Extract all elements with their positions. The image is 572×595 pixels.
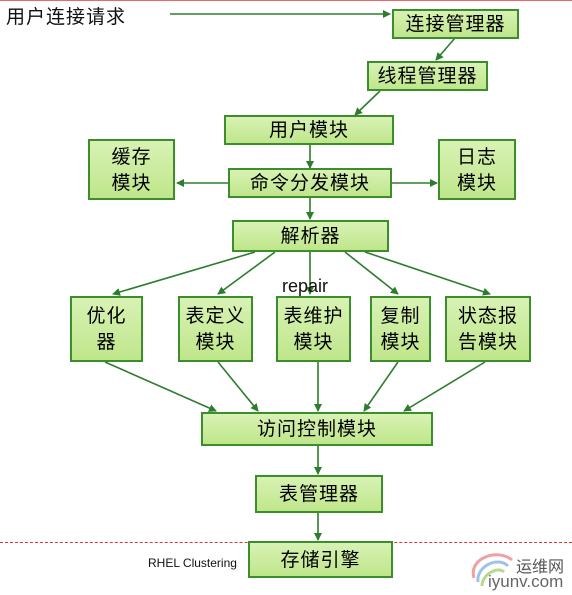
watermark-logo-icon <box>471 553 513 587</box>
arrow-parser-to-tabledef <box>217 251 276 295</box>
table-definition-box: 表定义 模块 <box>178 296 253 362</box>
table-maintenance-box: 表维护 模块 <box>276 296 351 362</box>
arrow-status-to-access <box>403 361 486 412</box>
connection-manager-label: 连接管理器 <box>405 13 506 35</box>
arrow-thread-to-user <box>354 90 381 116</box>
arrow-conn-to-thread <box>435 37 456 61</box>
arrow-tabledef-to-access <box>217 361 259 412</box>
log-module-label-line1: 日志 <box>456 145 497 168</box>
table-manager-box: 表管理器 <box>255 475 383 513</box>
access-control-box: 访问控制模块 <box>201 412 433 446</box>
access-control-label: 访问控制模块 <box>256 418 377 440</box>
replication-label-line2: 模块 <box>380 331 421 353</box>
watermark-site-name: 运维网 <box>516 557 565 576</box>
rhel-clustering-annotation: RHEL Clustering <box>148 556 237 570</box>
watermark-domain: iyunv.com <box>488 572 564 591</box>
storage-engine-label: 存储引擎 <box>280 548 361 571</box>
arrow-parser-to-replication <box>344 251 399 295</box>
table-definition-label-line2: 模块 <box>195 331 236 353</box>
table-definition-label-line1: 表定义 <box>185 305 246 327</box>
cache-module-box: 缓存 模块 <box>88 139 175 200</box>
command-dispatch-label: 命令分发模块 <box>249 172 370 194</box>
user-module-box: 用户模块 <box>224 115 394 145</box>
thread-manager-label: 线程管理器 <box>377 65 478 87</box>
log-module-label-line2: 模块 <box>456 171 497 194</box>
user-connection-request-label: 用户连接请求 <box>6 6 127 28</box>
arrow-replication-to-access <box>363 361 399 412</box>
user-module-label: 用户模块 <box>268 119 349 141</box>
arrow-optimizer-to-access <box>104 361 217 412</box>
status-report-box: 状态报 告模块 <box>445 296 531 362</box>
replication-box: 复制 模块 <box>370 296 431 362</box>
arrow-parser-to-optimizer <box>112 251 256 296</box>
optimizer-label-line2: 器 <box>96 331 117 353</box>
repair-annotation: repair <box>282 276 329 296</box>
status-report-label-line1: 状态报 <box>457 305 518 327</box>
optimizer-label-line1: 优化 <box>86 305 127 327</box>
top-border-line <box>0 0 572 1</box>
parser-box: 解析器 <box>232 220 389 252</box>
thread-manager-box: 线程管理器 <box>367 61 488 91</box>
table-maintenance-label-line2: 模块 <box>293 331 334 353</box>
table-maintenance-label-line1: 表维护 <box>283 305 344 327</box>
cache-module-label-line1: 缓存 <box>111 145 152 168</box>
optimizer-box: 优化 器 <box>70 296 143 362</box>
table-manager-label: 表管理器 <box>278 483 359 505</box>
status-report-label-line2: 告模块 <box>457 331 518 353</box>
arrow-parser-to-status <box>364 251 491 296</box>
cache-module-label-line2: 模块 <box>111 171 152 194</box>
connection-manager-box: 连接管理器 <box>392 9 519 39</box>
parser-label: 解析器 <box>280 225 341 247</box>
replication-label-line1: 复制 <box>380 305 421 327</box>
storage-engine-box: 存储引擎 <box>248 541 393 578</box>
log-module-box: 日志 模块 <box>438 139 516 200</box>
command-dispatch-box: 命令分发模块 <box>228 168 392 198</box>
